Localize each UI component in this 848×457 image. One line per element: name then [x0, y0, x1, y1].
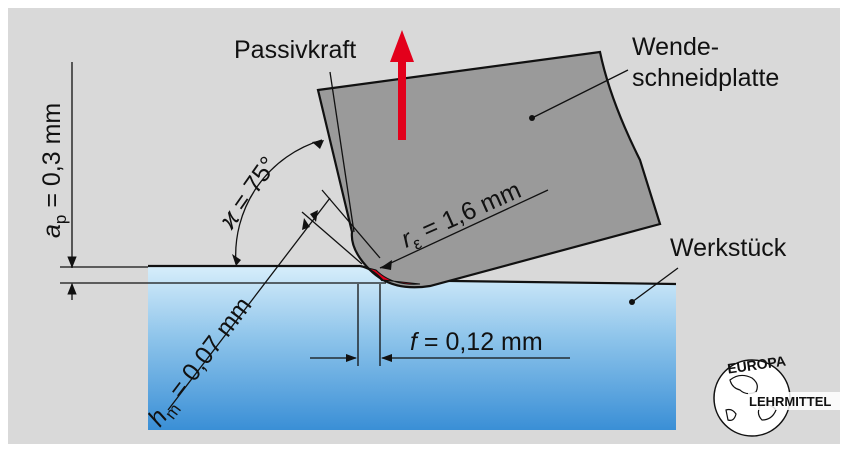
europa-lehrmittel-logo: EUROPA LEHRMITTEL — [713, 353, 840, 437]
label-passivkraft: Passivkraft — [234, 36, 356, 64]
logo-bottom-text: LEHRMITTEL — [749, 394, 831, 409]
ap-label: ap = 0,3 mm — [38, 103, 70, 238]
kappa-ref-line — [329, 71, 355, 233]
insert-leader — [531, 69, 629, 119]
kappa-arc — [235, 139, 323, 265]
label-werkstueck: Werkstück — [670, 234, 787, 262]
workpiece-leader — [631, 267, 679, 303]
r-eps-dim-line — [379, 189, 549, 269]
label-wende-1: Wende- — [632, 33, 719, 61]
f-label: f = 0,12 mm — [410, 328, 543, 356]
hm-dim-line — [167, 197, 331, 411]
label-wende-2: schneidplatte — [632, 64, 779, 92]
chip-cross-section — [359, 265, 421, 285]
workpiece-body — [148, 266, 676, 430]
hm-ext-2 — [321, 189, 381, 259]
passivkraft-arrow — [390, 30, 414, 140]
